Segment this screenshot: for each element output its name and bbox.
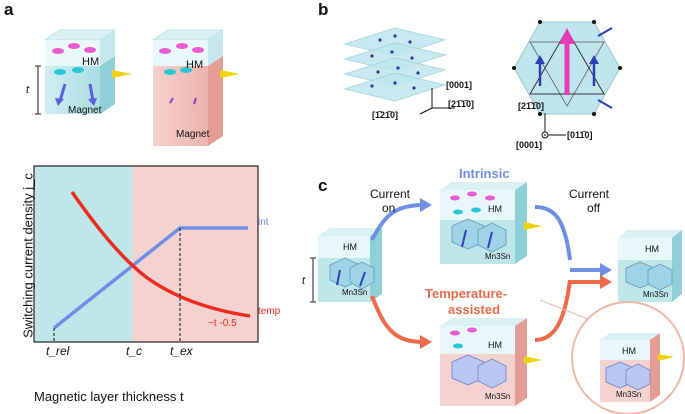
mn3sn-label-c3: Mn3Sn: [485, 392, 511, 401]
thickness-label-c: t: [302, 275, 306, 287]
hm-label-c4: HM: [645, 244, 659, 254]
current-off-label-1: Current: [569, 187, 610, 201]
mn3sn-label-c4: Mn3Sn: [643, 290, 669, 299]
dir-0001-bottom: [0001]: [516, 140, 543, 150]
dir-2110-right: [21̄1̄0]: [518, 101, 545, 111]
hm-label-zoom: HM: [622, 346, 636, 356]
region-intrinsic: [34, 166, 132, 342]
current-on-label-2: on: [382, 201, 396, 215]
dir-1210: [1̄21̄0]: [372, 110, 399, 120]
tick-trel: t_rel: [46, 344, 70, 358]
intrinsic-label: Intrinsic: [459, 166, 510, 181]
hexagon-unit-cell: [512, 20, 622, 116]
hm-label-a-right: HM: [186, 59, 204, 71]
temperature-label-2: assisted: [448, 302, 501, 317]
tick-tc: t_c: [126, 344, 143, 358]
chart-frame: [33, 165, 259, 343]
hm-label-c1: HM: [343, 242, 357, 252]
chart-xlabel: Magnetic layer thickness t: [34, 389, 184, 404]
annot-int: int: [258, 217, 269, 228]
panel-label-c: c: [318, 176, 328, 195]
magnet-label-a-left: Magnet: [68, 105, 102, 116]
panel-label-b: b: [318, 0, 329, 19]
hm-label-c2: HM: [488, 204, 502, 214]
dir-0001-top: [0001]: [446, 80, 473, 90]
thickness-label-a: t: [26, 84, 30, 96]
mn3sn-label-zoom: Mn3Sn: [616, 390, 642, 399]
hm-label-c3: HM: [488, 340, 502, 350]
stacked-planes: [343, 27, 447, 102]
mn3sn-label-c1: Mn3Sn: [342, 288, 368, 297]
dir-2110-top: [21̄1̄0]: [448, 99, 475, 109]
mn3sn-label-c2: Mn3Sn: [485, 252, 511, 261]
device-initial: [310, 228, 382, 303]
device-intrinsic-c: [440, 182, 542, 264]
annot-temp: temp: [258, 306, 281, 317]
zoom-circle: [539, 299, 685, 414]
magnet-label-a-right: Magnet: [176, 129, 210, 140]
hm-label-a-left: HM: [82, 56, 100, 68]
dir-0110: [011̄0]: [567, 130, 593, 140]
temperature-label-1: Temperature-: [425, 286, 508, 301]
series-temp-line: [70, 190, 251, 318]
device-final: [618, 230, 682, 302]
annot-power-law: ~t -0.5: [208, 318, 237, 329]
device-temperature-c: [440, 318, 542, 406]
current-on-label-1: Current: [370, 187, 411, 201]
panel-label-a: a: [4, 0, 14, 19]
tick-tex: t_ex: [170, 344, 193, 358]
current-off-label-2: off: [587, 201, 601, 215]
device-intrinsic-a: [35, 29, 132, 115]
device-temperature-a: [151, 29, 240, 146]
